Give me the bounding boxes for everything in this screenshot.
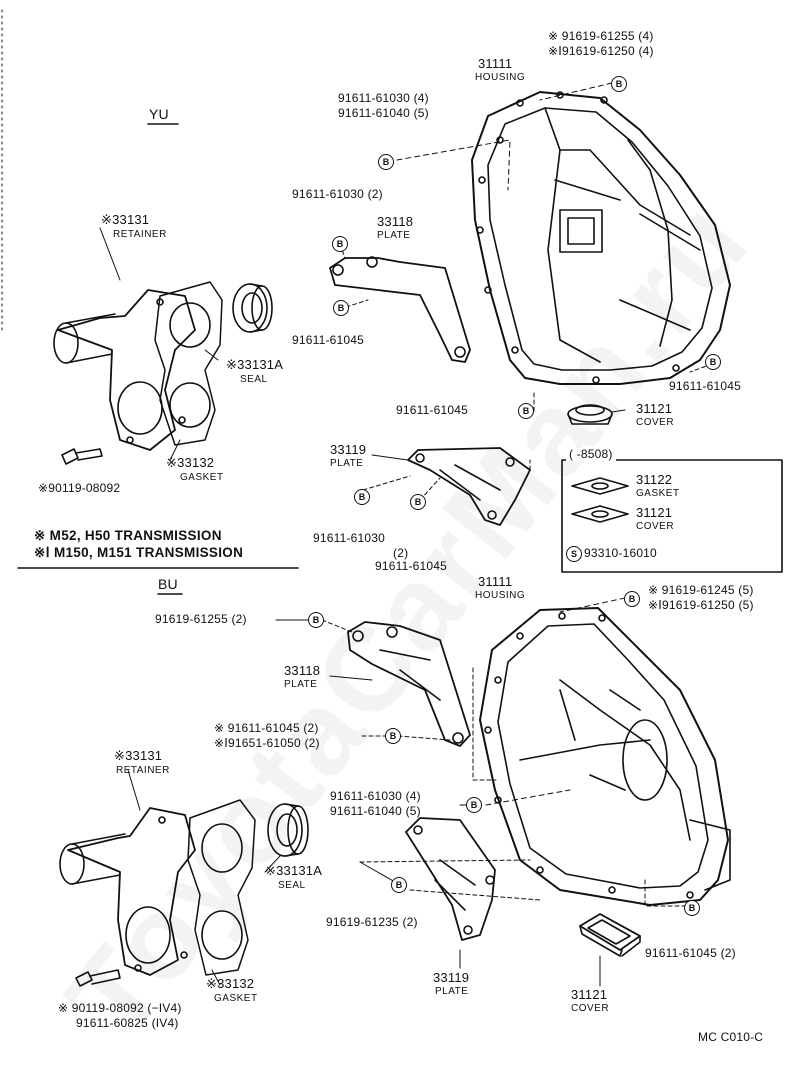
yu-retainer-caption: RETAINER (113, 229, 167, 240)
yu-gasket-number: ※33132 (166, 455, 215, 470)
bolt-marker-b: B (611, 76, 627, 92)
yu-bolt-drawing (61, 448, 103, 465)
yu-housing-number: 31111 (478, 56, 513, 71)
yu-retainer-drawing (53, 289, 196, 451)
bolt-marker-b: B (332, 236, 348, 252)
bu-plate-33118-drawing (347, 621, 471, 747)
yu-gasket-drawing (154, 281, 223, 446)
bu-gasket-drawing (187, 799, 256, 976)
bu-plate2-number: 33119 (433, 970, 470, 985)
yu-gasket-caption: GASKET (180, 472, 224, 483)
figure-code: MC C010-C (698, 1030, 764, 1044)
bu-plate2-bolt-label: 91619-61235 (2) (326, 915, 418, 929)
bu-plate-bolt-label: ※ 91611-61045 (2) (214, 721, 319, 735)
bolt-marker-b: B (624, 591, 640, 607)
yu-cover-number: 31121 (636, 401, 673, 416)
bu-gasket-caption: GASKET (214, 993, 258, 1004)
bolt-marker-b: B (308, 612, 324, 628)
bolt-marker-b: B (466, 797, 482, 813)
bu-retainer-bolt-label: ※ 90119-08092 (−IV4) (58, 1001, 182, 1015)
bu-housing-drawing (479, 607, 731, 906)
inset-box (561, 459, 783, 573)
bu-gasket-number: ※33132 (206, 976, 255, 991)
inset-gasket-caption: GASKET (636, 488, 680, 499)
bu-plate-caption: PLATE (284, 679, 318, 690)
bu-retainer-bolt-label: 91611-60825 (IV4) (76, 1016, 179, 1030)
bolt-marker-b: B (385, 728, 401, 744)
bu-housing-number: 31111 (478, 574, 513, 589)
yu-cover-drawing (567, 404, 613, 425)
bu-seal-number: ※33131A (265, 863, 323, 878)
inset-cover-number: 31121 (636, 505, 673, 520)
bolt-marker-b: B (410, 494, 426, 510)
yu-housing-caption: HOUSING (475, 72, 526, 83)
section-title-bu: BU (158, 576, 178, 592)
inset-screw-label: 93310-16010 (584, 546, 657, 560)
bu-plate2-caption: PLATE (435, 986, 469, 997)
bu-seal-drawing (267, 803, 309, 857)
bu-housing-bolts-label: 91611-61040 (5) (330, 804, 421, 818)
yu-plate2-bolt-qty: (2) (393, 546, 409, 560)
bu-cover-drawing (579, 913, 641, 957)
section-title-yu: YU (149, 106, 169, 122)
bu-plate-bolt-label: ※Ⅰ91651-61050 (2) (214, 736, 320, 750)
yu-plate-33119-drawing (407, 447, 531, 526)
yu-leaders (99, 82, 713, 501)
inset-parts-drawing (571, 477, 629, 523)
inset-cover-caption: COVER (636, 521, 675, 532)
bu-seal-caption: SEAL (278, 880, 306, 891)
bu-plate-33119-drawing (405, 817, 496, 941)
note-m52-h50: ※ M52, H50 TRANSMISSION (34, 528, 222, 543)
bu-retainer-drawing (59, 807, 196, 976)
yu-seal-drawing (232, 283, 273, 333)
bolt-marker-b: B (705, 354, 721, 370)
yu-housing-bolts-label: 91611-61030 (4) (338, 91, 429, 105)
inset-header: ( -8508) (566, 448, 616, 461)
bu-housing-bolt-label: ※Ⅰ91619-61250 (5) (648, 598, 754, 612)
yu-plate2-number: 33119 (330, 442, 367, 457)
yu-seal-number: ※33131A (226, 357, 284, 372)
bu-housing-bolt-label: ※ 91619-61245 (5) (648, 583, 754, 597)
yu-cover-caption: COVER (636, 417, 675, 428)
bolt-marker-b: B (354, 489, 370, 505)
yu-retainer-bolt-label: ※90119-08092 (38, 481, 121, 495)
yu-plate-33118-drawing (329, 256, 471, 363)
bu-cover-number: 31121 (571, 987, 608, 1002)
yu-housing-bolts-label: 91611-61040 (5) (338, 106, 429, 120)
bolt-marker-b: B (684, 900, 700, 916)
screw-marker-s: S (566, 546, 582, 562)
bu-housing-right-bolt-label: 91611-61045 (2) (645, 946, 736, 960)
yu-mid-bolt-label: 91611-61045 (396, 403, 469, 417)
bolt-marker-b: B (518, 403, 534, 419)
yu-plate-number: 33118 (377, 214, 414, 229)
bu-housing-bolts-label: 91611-61030 (4) (330, 789, 421, 803)
note-m150-m151: ※Ⅰ M150, M151 TRANSMISSION (34, 545, 244, 560)
bolt-marker-b: B (333, 300, 349, 316)
yu-plate-bolt-label: 91611-61030 (2) (292, 187, 383, 201)
bu-cover-caption: COVER (571, 1003, 610, 1014)
bu-retainer-number: ※33131 (114, 748, 163, 763)
yu-plate2-bolt-label: 91611-61030 (313, 531, 386, 545)
yu-plate2-bolt-label: 91611-61045 (375, 559, 448, 573)
bu-bolt-drawing (75, 969, 121, 987)
yu-seal-caption: SEAL (240, 374, 268, 385)
bu-retainer-caption: RETAINER (116, 765, 170, 776)
yu-plate-caption: PLATE (377, 230, 411, 241)
yu-housing-drawing (471, 91, 731, 385)
bu-leaders (127, 597, 687, 987)
bu-plate-number: 33118 (284, 663, 321, 678)
yu-housing-right-bolt-label: 91611-61045 (669, 379, 742, 393)
bu-plate-bolt-label: 91619-61255 (2) (155, 612, 247, 626)
bu-housing-caption: HOUSING (475, 590, 526, 601)
bolt-marker-b: B (378, 154, 394, 170)
yu-plate2-caption: PLATE (330, 458, 364, 469)
yu-housing-bolt-label: ※Ⅰ91619-61250 (4) (548, 44, 654, 58)
bolt-marker-b: B (391, 877, 407, 893)
yu-retainer-number: ※33131 (101, 212, 150, 227)
yu-plate-bolt-label: 91611-61045 (292, 333, 365, 347)
yu-housing-bolt-label: ※ 91619-61255 (4) (548, 29, 654, 43)
inset-gasket-number: 31122 (636, 472, 673, 487)
